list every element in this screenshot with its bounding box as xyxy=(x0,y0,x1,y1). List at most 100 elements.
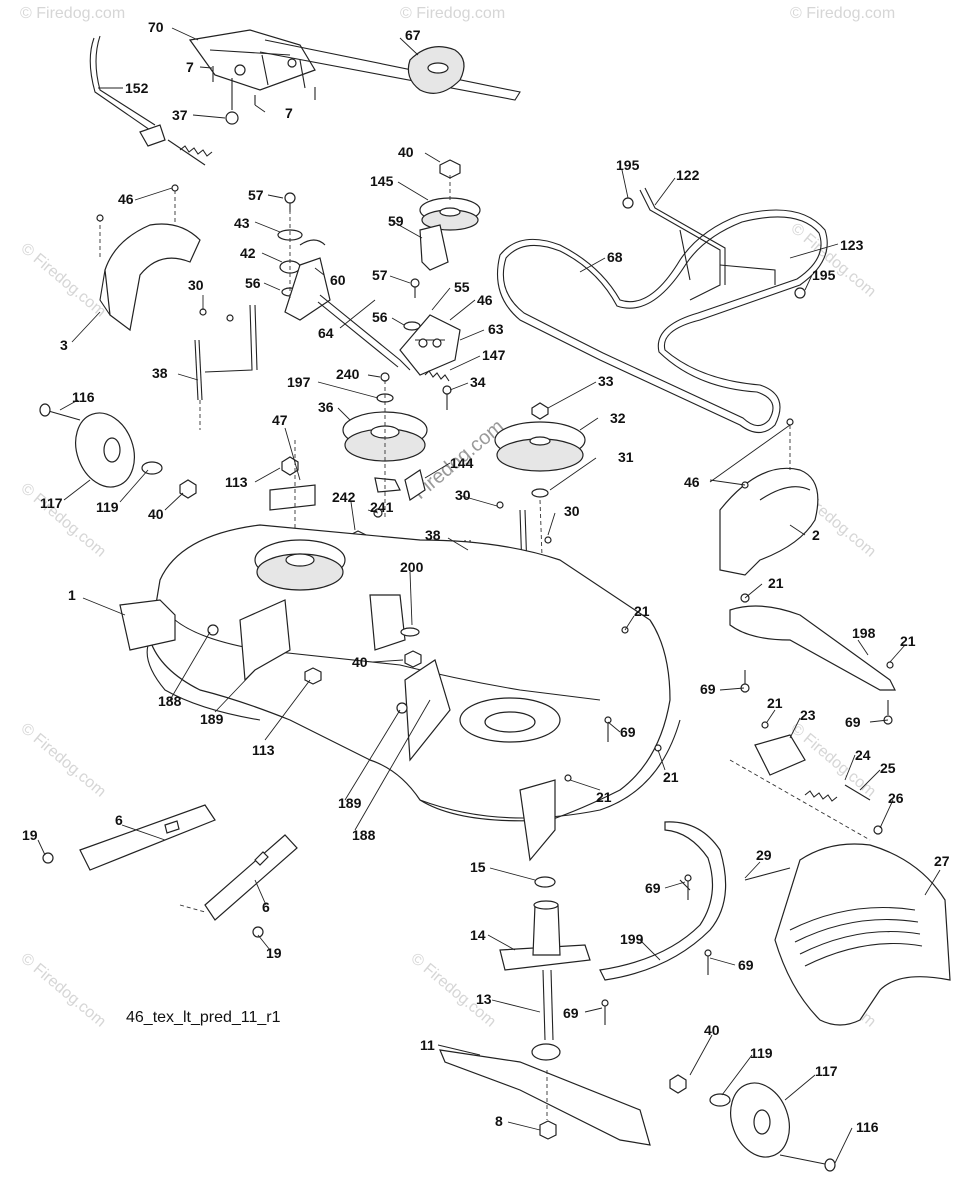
drive-belt xyxy=(496,209,828,434)
callout-69: 69 xyxy=(738,957,754,973)
callout-200: 200 xyxy=(400,559,424,575)
callout-57: 57 xyxy=(372,267,388,283)
watermark: © Firedog.com xyxy=(20,5,125,22)
callout-40: 40 xyxy=(148,506,164,522)
callout-15: 15 xyxy=(470,859,486,875)
watermark: © Firedog.com xyxy=(17,950,108,1031)
callout-189: 189 xyxy=(338,795,362,811)
deflector-bracket-rail xyxy=(729,593,896,725)
callout-46: 46 xyxy=(477,292,493,308)
left-belt-cover xyxy=(96,184,201,332)
callout-47: 47 xyxy=(272,412,288,428)
callout-21: 21 xyxy=(768,575,784,591)
callout-59: 59 xyxy=(388,213,404,229)
callout-6: 6 xyxy=(262,899,270,915)
callout-69: 69 xyxy=(845,714,861,730)
callout-241: 241 xyxy=(370,499,394,515)
deck-hanger-bracket xyxy=(269,440,316,540)
callout-56: 56 xyxy=(245,275,261,291)
callout-8: 8 xyxy=(495,1113,503,1129)
callout-25: 25 xyxy=(880,760,896,776)
callout-21: 21 xyxy=(900,633,916,649)
callout-147: 147 xyxy=(482,347,506,363)
callout-195: 195 xyxy=(616,157,640,173)
idler-arm-assembly xyxy=(399,278,461,410)
callout-60: 60 xyxy=(330,272,346,288)
callout-43: 43 xyxy=(234,215,250,231)
callout-7: 7 xyxy=(186,59,194,75)
callout-56: 56 xyxy=(372,309,388,325)
callout-38: 38 xyxy=(152,365,168,381)
spindle-and-blade xyxy=(439,876,651,1146)
callout-68: 68 xyxy=(607,249,623,265)
right-belt-cover xyxy=(719,418,819,576)
callout-123: 123 xyxy=(840,237,864,253)
deck-wheel-left xyxy=(39,403,197,499)
callout-23: 23 xyxy=(800,707,816,723)
callout-242: 242 xyxy=(332,489,356,505)
callout-21: 21 xyxy=(767,695,783,711)
callout-33: 33 xyxy=(598,373,614,389)
callout-55: 55 xyxy=(454,279,470,295)
callout-195: 195 xyxy=(812,267,836,283)
callout-152: 152 xyxy=(125,80,149,96)
callout-117: 117 xyxy=(815,1063,838,1079)
callout-113: 113 xyxy=(252,742,275,758)
callout-119: 119 xyxy=(750,1045,773,1061)
right-spindle-pulley xyxy=(494,402,586,641)
callout-37: 37 xyxy=(172,107,188,123)
callout-26: 26 xyxy=(888,790,904,806)
watermark: © Firedog.com xyxy=(17,480,108,561)
callout-32: 32 xyxy=(610,410,626,426)
callout-144: 144 xyxy=(450,455,474,471)
callout-24: 24 xyxy=(855,747,871,763)
callout-122: 122 xyxy=(676,167,700,183)
idler-bracket-left xyxy=(277,192,411,371)
callout-116: 116 xyxy=(72,389,95,405)
callout-31: 31 xyxy=(618,449,634,465)
mower-deck xyxy=(119,524,681,862)
callout-38: 38 xyxy=(425,527,441,543)
callout-116: 116 xyxy=(856,1119,879,1135)
leader-lines xyxy=(37,27,941,1164)
callout-1: 1 xyxy=(68,587,76,603)
callout-6: 6 xyxy=(115,812,123,828)
lift-bracket-assembly xyxy=(89,29,521,166)
callout-113: 113 xyxy=(225,474,248,490)
callout-69: 69 xyxy=(700,681,716,697)
bolt-set xyxy=(601,716,712,1025)
callout-13: 13 xyxy=(476,991,492,1007)
callout-69: 69 xyxy=(620,724,636,740)
callout-34: 34 xyxy=(470,374,486,390)
callout-21: 21 xyxy=(663,769,679,785)
callout-64: 64 xyxy=(318,325,334,341)
callout-46: 46 xyxy=(118,191,134,207)
callout-69: 69 xyxy=(645,880,661,896)
callout-119: 119 xyxy=(96,499,119,515)
deck-link-front xyxy=(42,804,216,871)
callout-29: 29 xyxy=(756,847,772,863)
callout-11: 11 xyxy=(420,1037,435,1053)
callout-36: 36 xyxy=(318,399,334,415)
callout-40: 40 xyxy=(352,654,368,670)
callout-188: 188 xyxy=(352,827,376,843)
deck-wheel-right xyxy=(669,1074,836,1172)
callout-14: 14 xyxy=(470,927,486,943)
callout-27: 27 xyxy=(934,853,950,869)
watermark: © Firedog.com xyxy=(17,720,108,801)
callout-46: 46 xyxy=(684,474,700,490)
callout-57: 57 xyxy=(248,187,264,203)
callout-30: 30 xyxy=(455,487,471,503)
callout-40: 40 xyxy=(398,144,414,160)
callout-19: 19 xyxy=(266,945,282,961)
callout-40: 40 xyxy=(704,1022,720,1038)
callout-240: 240 xyxy=(336,366,360,382)
belt-guide-rods xyxy=(622,187,806,301)
deck-link-rear xyxy=(179,834,298,938)
callout-3: 3 xyxy=(60,337,68,353)
callout-21: 21 xyxy=(634,603,650,619)
center-pulley-assembly xyxy=(342,372,428,520)
callout-7: 7 xyxy=(285,105,293,121)
